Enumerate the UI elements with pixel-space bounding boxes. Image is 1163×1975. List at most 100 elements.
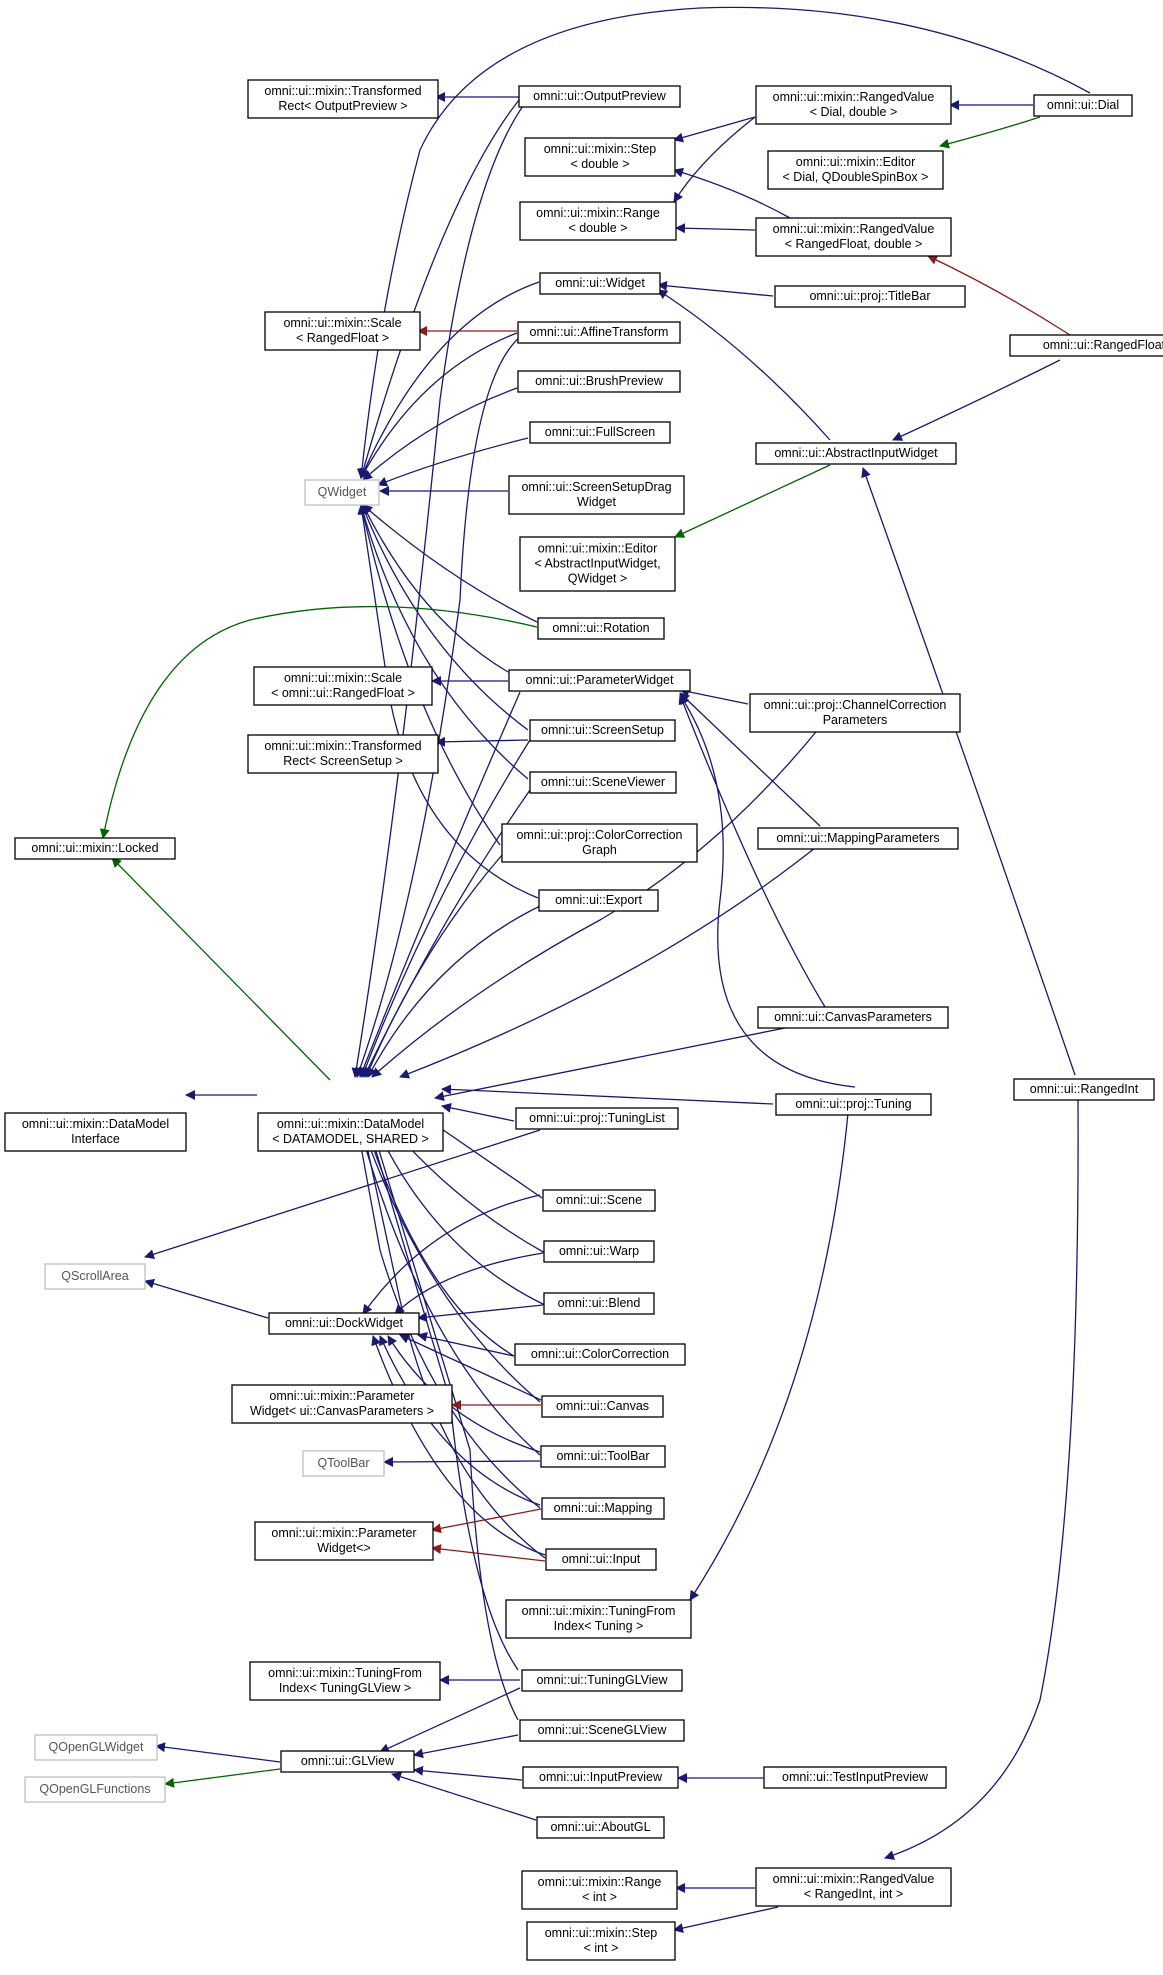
class-node-omni-ui-testinputpreview[interactable]: omni::ui::TestInputPreview [763, 1766, 947, 1789]
class-node-omni-ui-mixin-step-double[interactable]: omni::ui::mixin::Step< double > [524, 137, 676, 177]
class-node-label: omni::ui::mixin::Scale [283, 316, 401, 330]
edge-rotation-to-locked [99, 605, 538, 839]
class-node-label: omni::ui::TuningGLView [536, 1673, 668, 1687]
class-node-label: < int > [582, 1890, 617, 1904]
class-node-omni-ui-rangedfloat[interactable]: omni::ui::RangedFloat [1009, 334, 1163, 357]
class-node-omni-ui-screensetup[interactable]: omni::ui::ScreenSetup [529, 719, 676, 742]
class-node-omni-ui-dial[interactable]: omni::ui::Dial [1033, 94, 1133, 117]
class-node-omni-ui-mappingparameters[interactable]: omni::ui::MappingParameters [757, 827, 959, 850]
class-node-box [540, 1445, 666, 1468]
edge-sv-to-qwidget [358, 504, 529, 780]
class-node-omni-ui-mixin-locked[interactable]: omni::ui::mixin::Locked [14, 837, 176, 860]
class-node-box [529, 719, 676, 742]
class-node-label: omni::ui::Rotation [552, 621, 649, 635]
class-node-omni-ui-rangedint[interactable]: omni::ui::RangedInt [1013, 1078, 1155, 1101]
class-node-omni-ui-canvasparameters[interactable]: omni::ui::CanvasParameters [757, 1006, 949, 1029]
class-node-omni-ui-colorcorrection[interactable]: omni::ui::ColorCorrection [514, 1343, 686, 1366]
class-node-omni-ui-mixin-editor-abstractinputwidget-qwidget[interactable]: omni::ui::mixin::Editor< AbstractInputWi… [519, 536, 676, 592]
edge-rangedvalue-rangedfloat-to-range [675, 223, 756, 234]
class-node-box [541, 1497, 665, 1520]
class-node-omni-ui-input[interactable]: omni::ui::Input [545, 1548, 657, 1571]
class-node-qwidget[interactable]: QWidget [304, 479, 380, 506]
class-node-omni-ui-export[interactable]: omni::ui::Export [538, 889, 659, 912]
edge-aboutgl-to-glview [391, 1771, 537, 1821]
edge-tuning-to-tfit [689, 1112, 849, 1601]
class-node-omni-ui-glview[interactable]: omni::ui::GLView [280, 1750, 415, 1773]
class-node-omni-ui-parameterwidget[interactable]: omni::ui::ParameterWidget [508, 669, 691, 692]
class-node-omni-ui-mixin-rangedvalue-rangedint-int[interactable]: omni::ui::mixin::RangedValue< RangedInt,… [755, 1867, 952, 1907]
class-node-omni-ui-sceneglview[interactable]: omni::ui::SceneGLView [519, 1719, 685, 1742]
edge-abstractinput-to-widget [657, 289, 831, 441]
class-node-label: < omni::ui::RangedFloat > [271, 686, 415, 700]
class-node-label: omni::ui::Mapping [554, 1501, 653, 1515]
class-node-omni-ui-canvas[interactable]: omni::ui::Canvas [541, 1395, 664, 1418]
class-node-omni-ui-dockwidget[interactable]: omni::ui::DockWidget [268, 1312, 420, 1335]
class-node-omni-ui-warp[interactable]: omni::ui::Warp [543, 1240, 655, 1263]
class-node-omni-ui-aboutgl[interactable]: omni::ui::AboutGL [536, 1816, 665, 1839]
class-node-omni-ui-mixin-rangedvalue-rangedfloat-double[interactable]: omni::ui::mixin::RangedValue< RangedFloa… [755, 217, 952, 257]
class-node-label: omni::ui::Canvas [556, 1399, 649, 1413]
class-node-omni-ui-mixin-datamodel-datamodel-shared[interactable]: omni::ui::mixin::DataModel< DATAMODEL, S… [257, 1112, 444, 1152]
class-node-omni-ui-sceneviewer[interactable]: omni::ui::SceneViewer [529, 771, 677, 794]
class-node-qopenglwidget[interactable]: QOpenGLWidget [34, 1734, 158, 1761]
class-node-omni-ui-mixin-parameter-widget-ui-canvasparameters[interactable]: omni::ui::mixin::ParameterWidget< ui::Ca… [231, 1384, 453, 1424]
class-node-qtoolbar[interactable]: QToolBar [302, 1450, 385, 1477]
class-node-box [254, 1521, 434, 1561]
class-node-omni-ui-mixin-scale-omni-ui-rangedfloat[interactable]: omni::ui::mixin::Scale< omni::ui::Ranged… [253, 666, 433, 706]
class-node-omni-ui-mixin-rangedvalue-dial-double[interactable]: omni::ui::mixin::RangedValue< Dial, doub… [755, 85, 952, 125]
class-node-label: QToolBar [317, 1456, 369, 1470]
edge-colcor-to-dock [417, 1332, 515, 1357]
class-node-label: omni::ui::mixin::RangedValue [773, 222, 935, 236]
inheritance-edges [99, 6, 1091, 1933]
class-node-label: omni::ui::mixin::TuningFrom [522, 1604, 676, 1618]
class-node-omni-ui-mixin-range-int[interactable]: omni::ui::mixin::Range< int > [521, 1870, 678, 1910]
class-node-omni-ui-scene[interactable]: omni::ui::Scene [542, 1189, 656, 1212]
class-node-omni-ui-brushpreview[interactable]: omni::ui::BrushPreview [517, 370, 681, 393]
class-node-omni-ui-mixin-parameter-widget[interactable]: omni::ui::mixin::ParameterWidget<> [254, 1521, 434, 1561]
class-node-omni-ui-proj-channelcorrection-parameters[interactable]: omni::ui::proj::ChannelCorrectionParamet… [749, 693, 961, 733]
class-node-box [1013, 1078, 1155, 1101]
class-node-qopenglfunctions[interactable]: QOpenGLFunctions [24, 1776, 166, 1803]
class-node-omni-ui-mixin-range-double[interactable]: omni::ui::mixin::Range< double > [519, 201, 677, 241]
class-node-omni-ui-widget[interactable]: omni::ui::Widget [539, 272, 661, 295]
class-node-label: Interface [71, 1132, 120, 1146]
class-node-omni-ui-proj-titlebar[interactable]: omni::ui::proj::TitleBar [774, 285, 966, 308]
class-node-omni-ui-rotation[interactable]: omni::ui::Rotation [537, 617, 665, 640]
edge-input-to-dock [371, 1335, 546, 1556]
class-node-omni-ui-blend[interactable]: omni::ui::Blend [543, 1292, 655, 1315]
class-node-omni-ui-mapping[interactable]: omni::ui::Mapping [541, 1497, 665, 1520]
class-node-omni-ui-mixin-step-int[interactable]: omni::ui::mixin::Step< int > [526, 1921, 676, 1961]
edge-mapping-to-dock [379, 1335, 541, 1506]
class-node-omni-ui-outputpreview[interactable]: omni::ui::OutputPreview [518, 85, 681, 108]
class-node-omni-ui-inputpreview[interactable]: omni::ui::InputPreview [522, 1766, 679, 1789]
class-node-box [774, 285, 966, 308]
class-node-omni-ui-mixin-scale-rangedfloat[interactable]: omni::ui::mixin::Scale< RangedFloat > [264, 311, 421, 351]
edge-sglv-to-datamodel [365, 1113, 519, 1721]
class-node-omni-ui-fullscreen[interactable]: omni::ui::FullScreen [529, 421, 671, 444]
class-node-qscrollarea[interactable]: QScrollArea [44, 1263, 146, 1290]
class-node-omni-ui-abstractinputwidget[interactable]: omni::ui::AbstractInputWidget [755, 442, 957, 465]
class-node-label: Widget<> [317, 1541, 371, 1555]
class-node-omni-ui-affinetransform[interactable]: omni::ui::AffineTransform [517, 321, 681, 344]
class-node-omni-ui-proj-tuning[interactable]: omni::ui::proj::Tuning [775, 1093, 932, 1116]
class-node-omni-ui-mixin-editor-dial-qdoublespinbox[interactable]: omni::ui::mixin::Editor< Dial, QDoubleSp… [767, 150, 944, 190]
class-node-label: omni::ui::Scene [556, 1193, 642, 1207]
class-node-omni-ui-tuningglview[interactable]: omni::ui::TuningGLView [521, 1669, 683, 1692]
class-node-box [537, 617, 665, 640]
edge-glview-to-qoglw [155, 1742, 281, 1763]
class-node-box [542, 1189, 656, 1212]
edge-rangedfloat-to-abstractinput [892, 359, 1061, 441]
class-node-box [767, 150, 944, 190]
class-node-box [268, 1312, 420, 1335]
class-node-omni-ui-proj-tuninglist[interactable]: omni::ui::proj::TuningList [515, 1107, 679, 1130]
class-node-omni-ui-toolbar[interactable]: omni::ui::ToolBar [540, 1445, 666, 1468]
